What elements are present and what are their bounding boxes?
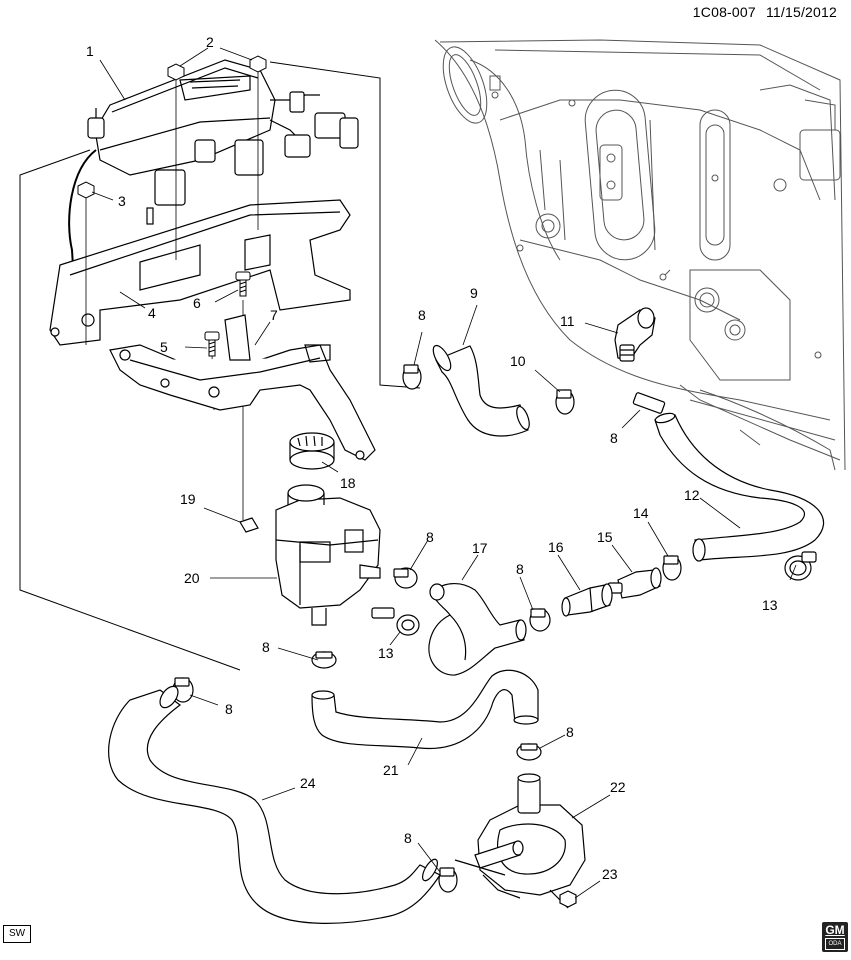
- coolant-pump: [454, 773, 586, 909]
- leader-lines: [91, 47, 797, 899]
- callout-17: 17: [472, 540, 488, 556]
- callout-1: 1: [86, 43, 94, 59]
- hose-connector: [561, 567, 662, 617]
- hose-21: [311, 669, 539, 750]
- callout-11: 11: [560, 313, 575, 329]
- callout-16: 16: [548, 539, 564, 555]
- callout-19: 19: [180, 491, 196, 507]
- bolt: [204, 271, 251, 357]
- diagram-code: 1C08-007: [692, 4, 756, 20]
- callout-10: 10: [510, 353, 526, 369]
- callout-20: 20: [184, 570, 200, 586]
- reservoir-cap: [289, 432, 335, 470]
- callout-8-right: 8: [610, 430, 618, 446]
- callout-24: 24: [300, 775, 316, 791]
- callout-8-left: 8: [225, 701, 233, 717]
- callout-21: 21: [383, 762, 399, 778]
- callout-8-top: 8: [418, 307, 426, 323]
- hose-17: [428, 583, 527, 676]
- vehicle-body-ghost: [434, 39, 846, 471]
- callout-5: 5: [160, 339, 168, 355]
- callout-2: 2: [206, 34, 214, 50]
- reservoir-bracket: [109, 314, 376, 461]
- heater-module: [68, 59, 359, 307]
- mounting-bracket: [49, 199, 351, 346]
- assembly-outline: [19, 61, 421, 671]
- callout-labels: 1 2 3 4 5 6 7 8 9 10 11 8 12 13 14 15 16…: [86, 34, 778, 882]
- coolant-reservoir: [239, 484, 381, 626]
- callout-23: 23: [602, 866, 618, 882]
- callout-8-pipe: 8: [566, 724, 574, 740]
- diagram-header: 1C08-007 11/15/2012: [693, 4, 837, 20]
- gm-logo: GM ODA: [822, 922, 848, 952]
- callout-8-reservoir: 8: [426, 529, 434, 545]
- hose-24: [108, 685, 441, 924]
- gm-logo-text: GM: [825, 923, 845, 937]
- diagram-date: 11/15/2012: [765, 4, 837, 20]
- callout-12: 12: [684, 487, 700, 503]
- mounting-nut: [77, 55, 267, 199]
- callout-22: 22: [610, 779, 626, 795]
- elbow-fitting: [614, 307, 656, 362]
- callout-6: 6: [193, 295, 201, 311]
- sw-badge: SW: [3, 925, 31, 943]
- pump-bolt: [559, 890, 577, 908]
- callout-8-mid: 8: [516, 561, 524, 577]
- gm-logo-subtext: ODA: [825, 938, 845, 950]
- callout-14: 14: [633, 505, 649, 521]
- callout-3: 3: [118, 193, 126, 209]
- callout-7: 7: [270, 307, 278, 323]
- hose-9: [432, 344, 530, 437]
- callout-9: 9: [470, 285, 478, 301]
- callout-4: 4: [148, 305, 156, 321]
- callout-8-lower: 8: [262, 639, 270, 655]
- spring-clamp: [371, 551, 817, 636]
- hose-12: [654, 412, 825, 562]
- callout-13-left: 13: [378, 645, 394, 661]
- callout-13-right: 13: [762, 597, 778, 613]
- callout-8-pump: 8: [404, 830, 412, 846]
- callout-18: 18: [340, 475, 356, 491]
- callout-15: 15: [597, 529, 613, 545]
- hose-clamp: [172, 364, 682, 893]
